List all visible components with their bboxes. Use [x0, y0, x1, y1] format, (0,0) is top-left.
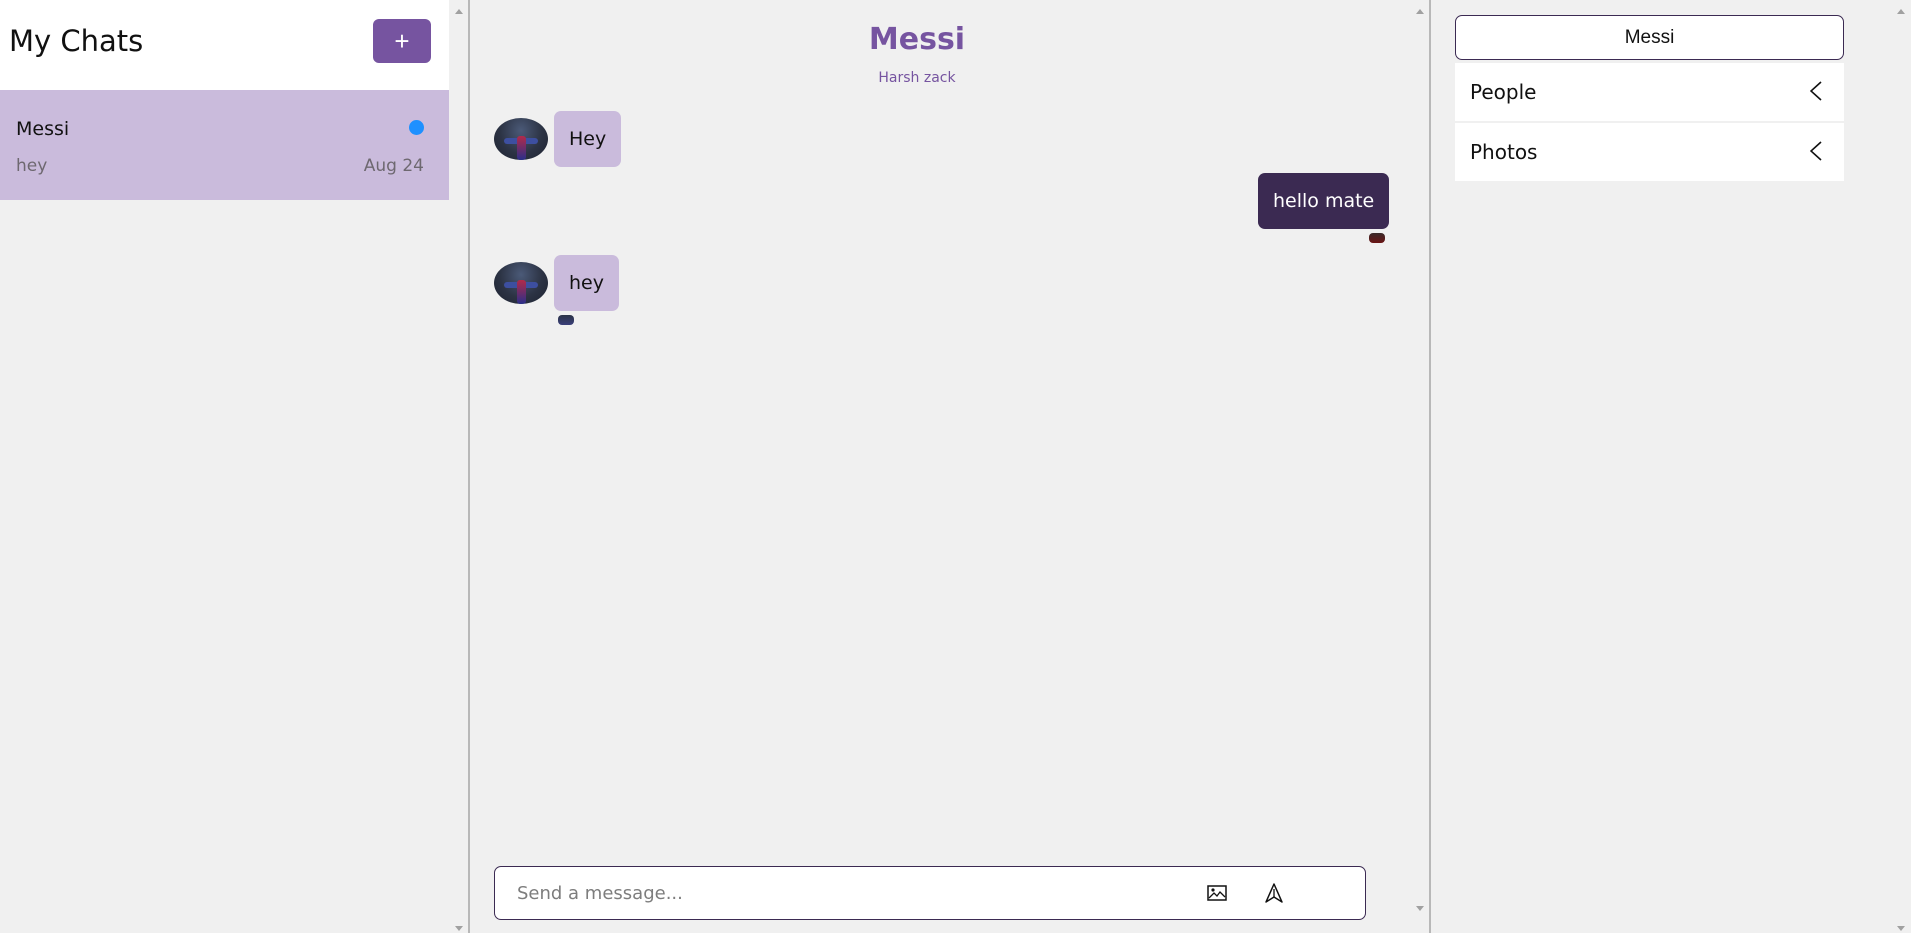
- read-receipt-avatar: [558, 315, 574, 325]
- accordion-label: People: [1470, 80, 1537, 104]
- new-chat-button[interactable]: +: [373, 19, 431, 63]
- chat-list-item[interactable]: Messi hey Aug 24: [0, 90, 449, 200]
- message-bubble-incoming: hey: [554, 255, 619, 311]
- accordion-label: Photos: [1470, 140, 1538, 164]
- chat-subtitle: Harsh zack: [878, 70, 956, 86]
- scroll-up-arrow-icon[interactable]: [1416, 9, 1424, 14]
- chat-date: Aug 24: [363, 156, 424, 176]
- scroll-down-arrow-icon[interactable]: [1897, 926, 1905, 931]
- message-input[interactable]: [517, 867, 1157, 919]
- accordion-photos[interactable]: Photos: [1455, 123, 1844, 181]
- send-icon: [1265, 883, 1283, 903]
- send-message-button[interactable]: [1262, 881, 1286, 905]
- sidebar-header: My Chats +: [0, 0, 449, 90]
- chevron-left-icon: [1810, 141, 1822, 161]
- chat-last-message: hey: [16, 156, 48, 176]
- chat-main: Messi Harsh zack Hey hello mate hey: [472, 0, 1431, 933]
- scroll-down-arrow-icon[interactable]: [1416, 906, 1424, 911]
- chat-title: Messi: [868, 22, 966, 57]
- scroll-up-arrow-icon[interactable]: [1897, 9, 1905, 14]
- chevron-left-icon: [1810, 81, 1822, 101]
- scroll-down-arrow-icon[interactable]: [455, 926, 463, 931]
- chat-name: Messi: [16, 118, 70, 140]
- accordion-people[interactable]: People: [1455, 63, 1844, 121]
- messi-avatar[interactable]: [494, 262, 548, 304]
- chats-sidebar: My Chats + Messi hey Aug 24: [0, 0, 470, 933]
- messi-avatar[interactable]: [494, 118, 548, 160]
- message-bubble-incoming: Hey: [554, 111, 622, 167]
- message-bubble-outgoing: hello mate: [1258, 173, 1390, 229]
- image-icon: [1207, 885, 1227, 901]
- unread-indicator-icon: [409, 120, 424, 135]
- sidebar-title: My Chats: [9, 24, 144, 58]
- message-composer: [494, 866, 1366, 920]
- scroll-up-arrow-icon[interactable]: [455, 9, 463, 14]
- read-receipt-avatar: [1369, 233, 1385, 243]
- details-panel: Messi People Photos: [1433, 0, 1911, 933]
- attach-image-button[interactable]: [1205, 881, 1229, 905]
- profile-button[interactable]: Messi: [1455, 15, 1844, 60]
